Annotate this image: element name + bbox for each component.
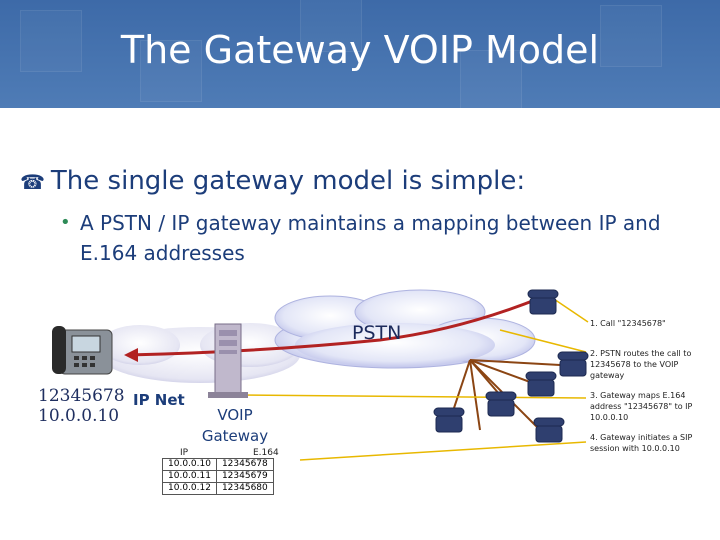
slide-title: The Gateway VOIP Model (120, 28, 600, 72)
gateway-label-line2: Gateway (201, 427, 269, 445)
desk-phone-icon (485, 391, 517, 417)
background-tile (300, 0, 362, 52)
step-4: 4. Gateway initiates a SIP session with … (590, 433, 693, 453)
table-cell-e164: 12345679 (215, 470, 274, 483)
table-header-e164: E.164 (253, 448, 279, 458)
desk-phone-icon (433, 407, 465, 433)
bullet-dot-icon: • (60, 212, 71, 233)
table-cell-ip: 10.0.0.10 (162, 458, 217, 471)
call-path-arrow (124, 296, 541, 362)
pstn-cloud (274, 289, 536, 369)
table-row: 10.0.0.10 12345678 (162, 458, 274, 471)
table-cell-e164: 12345678 (215, 458, 274, 471)
step-1: 1. Call "12345678" (590, 319, 666, 328)
ip-net-label: IP Net (133, 391, 185, 409)
bullet-sub-text: A PSTN / IP gateway maintains a mapping … (80, 211, 661, 265)
desk-phone-icon (533, 417, 565, 443)
background-tile (460, 50, 522, 108)
ip-phone-icon (52, 326, 113, 375)
phone-ip-label: 10.0.0.10 (38, 406, 120, 426)
gateway-label-line1: VOIP (217, 406, 253, 424)
pstn-label: PSTN (352, 322, 402, 344)
bullet-sub: • A PSTN / IP gateway maintains a mappin… (60, 208, 680, 268)
pstn-phone-icons (433, 289, 589, 443)
desk-phone-icon (525, 371, 557, 397)
desk-phone-icon (527, 289, 559, 315)
server-tower-icon (208, 323, 248, 398)
step-2: 2. PSTN routes the call to 12345678 to t… (590, 349, 692, 380)
mapping-table: 10.0.0.10 12345678 10.0.0.11 12345679 10… (162, 458, 274, 495)
background-tile (20, 10, 82, 72)
gateway-label: VOIP Gateway (190, 405, 280, 447)
bullet-main: ☎The single gateway model is simple: (20, 166, 525, 196)
title-band: The Gateway VOIP Model (0, 0, 720, 108)
background-tile (600, 5, 662, 67)
background-tile (140, 40, 202, 102)
bullet-main-text: The single gateway model is simple: (50, 166, 526, 196)
phone-number-label: 12345678 (38, 386, 125, 406)
table-row: 10.0.0.11 12345679 (162, 470, 274, 483)
table-row: 10.0.0.12 12345680 (162, 482, 274, 495)
callout-lines (237, 294, 589, 461)
table-cell-ip: 10.0.0.11 (162, 470, 217, 483)
step-3: 3. Gateway maps E.164 address "12345678"… (590, 391, 693, 422)
table-header-ip: IP (180, 448, 189, 458)
telephone-icon: ☎ (20, 170, 45, 194)
table-cell-ip: 10.0.0.12 (162, 482, 217, 495)
table-cell-e164: 12345680 (215, 482, 274, 495)
desk-phone-icon (557, 351, 589, 377)
